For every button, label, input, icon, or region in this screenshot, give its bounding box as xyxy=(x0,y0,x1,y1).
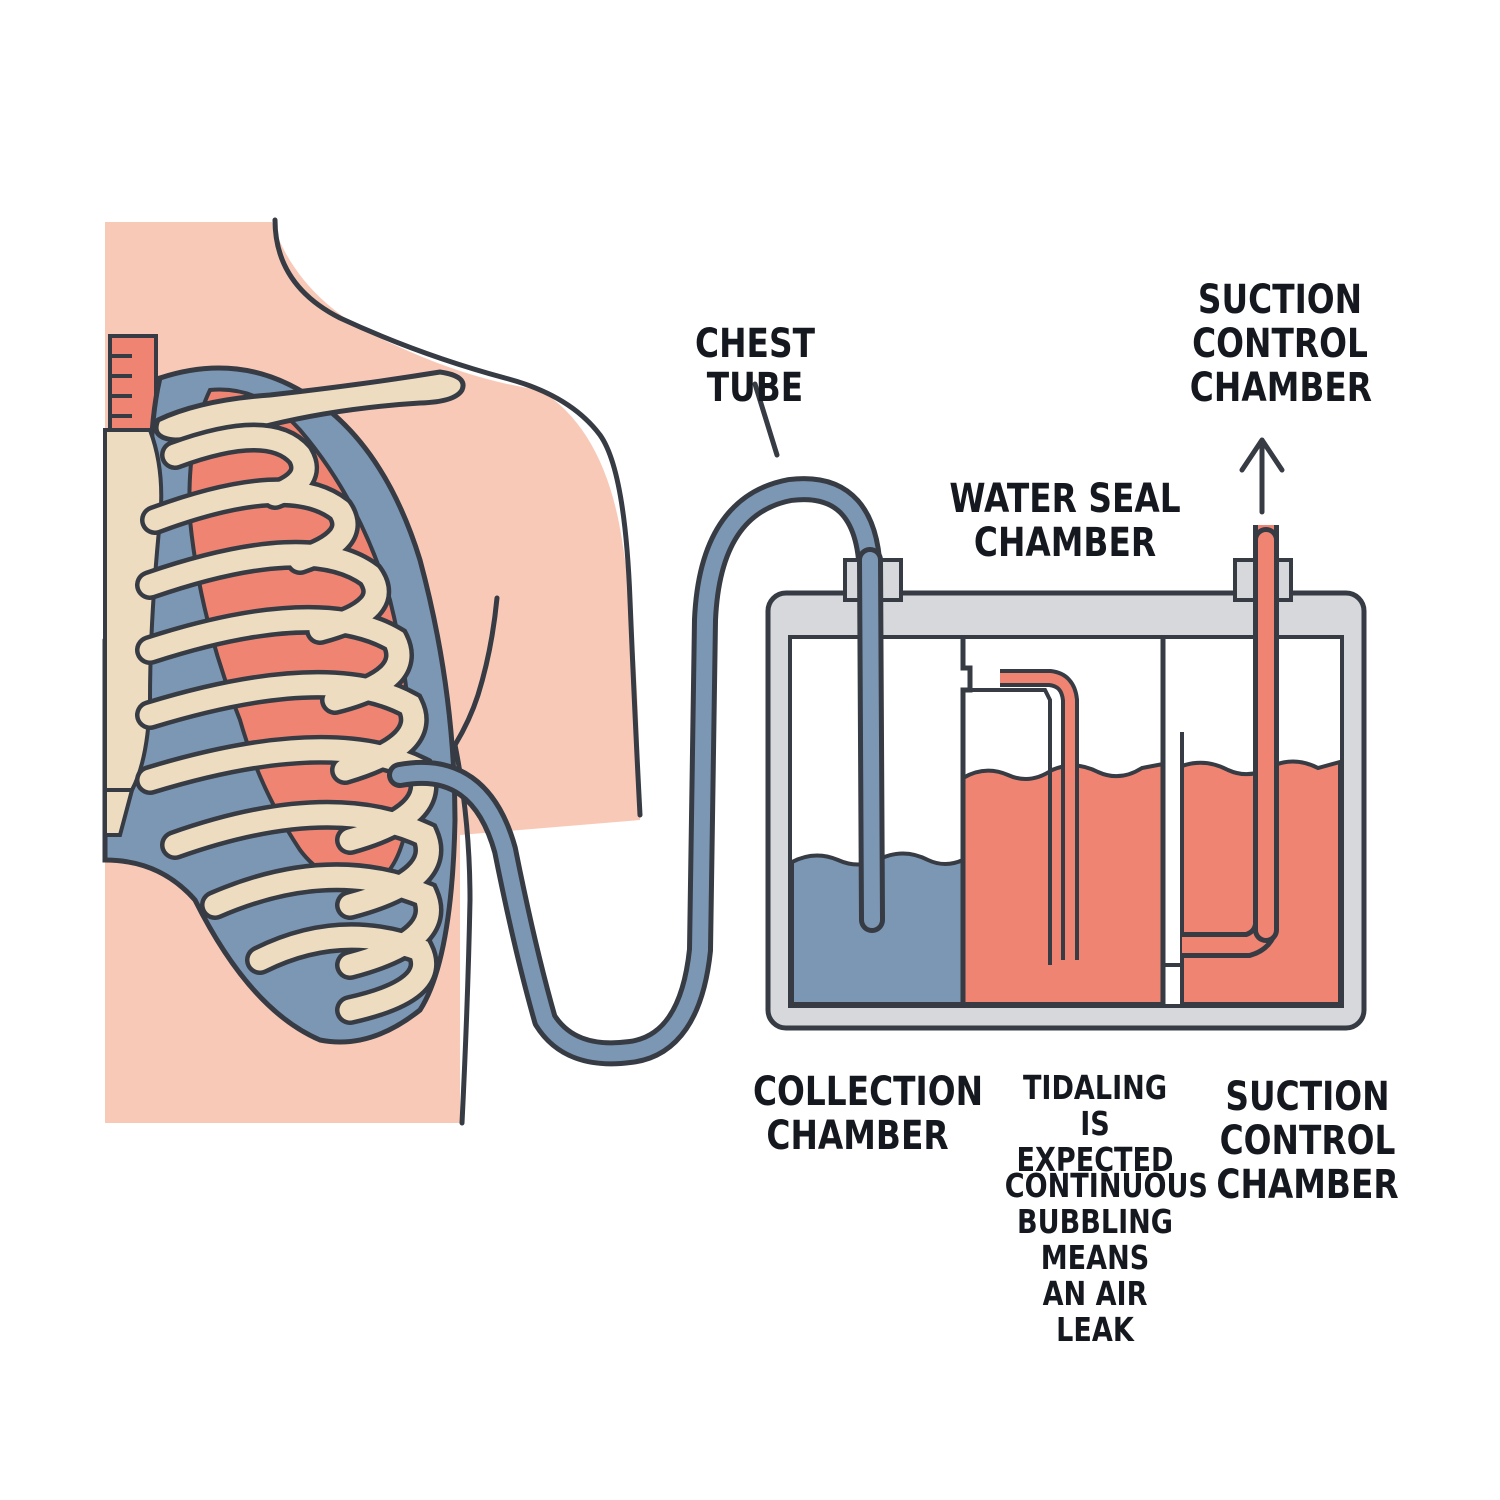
label-collection: COLLECTION CHAMBER xyxy=(752,1069,984,1159)
shoulder-outline xyxy=(272,217,643,818)
chest-tube xyxy=(387,476,885,1067)
label-bubbling: CONTINUOUS BUBBLING MEANS AN AIR LEAK xyxy=(1004,1166,1208,1349)
trachea xyxy=(108,334,158,438)
label-tidaling: TIDALING IS EXPECTED xyxy=(1016,1068,1174,1179)
divider-1 xyxy=(960,638,973,1004)
chest-tube-leader xyxy=(752,381,780,458)
ribs xyxy=(135,422,444,1025)
label-water-seal: WATER SEAL CHAMBER xyxy=(949,476,1181,566)
label-suction-control-bottom: SUCTION CONTROL CHAMBER xyxy=(1216,1074,1399,1208)
label-chest-tube: CHEST TUBE xyxy=(695,321,815,411)
armpit-line xyxy=(452,595,500,748)
label-suction-control-top: SUCTION CONTROL CHAMBER xyxy=(1189,277,1373,411)
arrow-up-icon xyxy=(1239,437,1285,515)
